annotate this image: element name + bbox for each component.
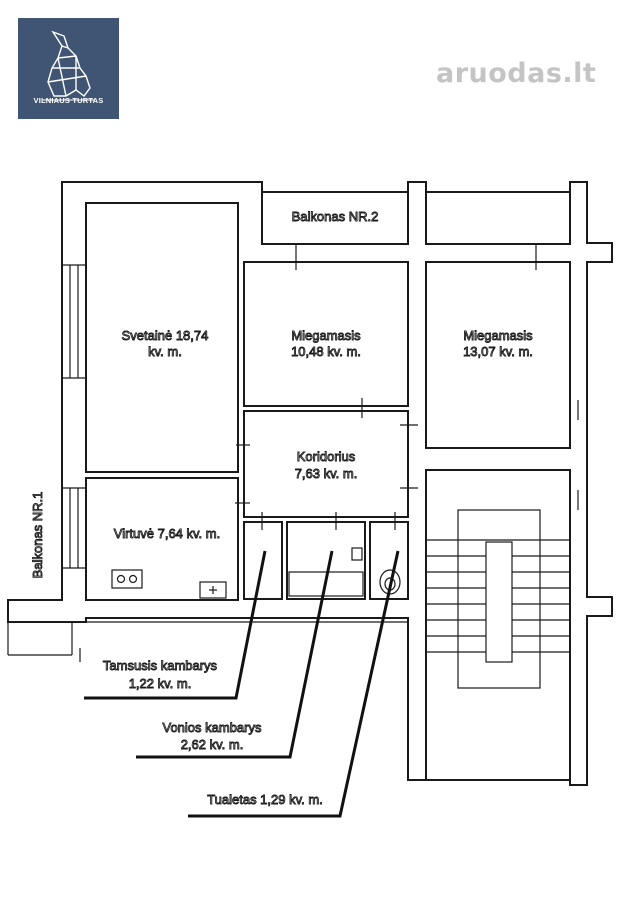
agency-logo: VILNIAUS TURTAS [18,18,119,119]
kitchen-label: Virtuvė 7,64 kv. m. [114,526,220,541]
corridor [243,410,409,518]
kitchen [85,477,239,601]
living-label-1: Svetainė 18,74 [122,328,209,343]
toilet-label: Tualetas 1,29 kv. m. [207,792,323,807]
dark-room-label-1: Tamsusis kambarys [103,658,218,673]
bathtub-icon [288,571,364,597]
bathroom-label-1: Vonios kambarys [163,720,262,735]
walls [7,181,613,786]
bedroom2-label-1: Miegamasis [463,328,533,343]
balcony-right [425,191,571,245]
balcony-2 [261,191,409,245]
bedroom1-label-1: Miegamasis [291,328,361,343]
washbasin-icon [351,547,363,561]
stairwell [425,469,571,781]
dark-room [243,521,283,600]
bedroom2-label-2: 13,07 kv. m. [463,344,533,359]
bedroom1-label-2: 10,48 kv. m. [291,344,361,359]
corridor-label-1: Koridorius [297,449,356,464]
living-label-2: kv. m. [148,344,182,359]
logo-text: VILNIAUS TURTAS [33,96,104,105]
leader-toilet [188,550,400,818]
living-room [85,202,239,473]
bedroom-1 [243,261,409,407]
balcony1-label: Balkonas NR.1 [30,492,45,579]
dark-room-label-2: 1,22 kv. m. [129,676,192,691]
sink-icon [199,581,227,599]
leader-bathroom [136,550,334,759]
wolf-icon [42,30,95,101]
bathroom-label-2: 2,62 kv. m. [181,737,244,752]
corridor-label-2: 7,63 kv. m. [295,466,358,481]
bedroom-2 [425,261,571,449]
stove-icon [111,569,143,589]
leader-dark-room [84,550,267,700]
balcony2-label: Balkonas NR.2 [292,209,379,224]
watermark-brand: aruodas.lt [436,58,597,89]
